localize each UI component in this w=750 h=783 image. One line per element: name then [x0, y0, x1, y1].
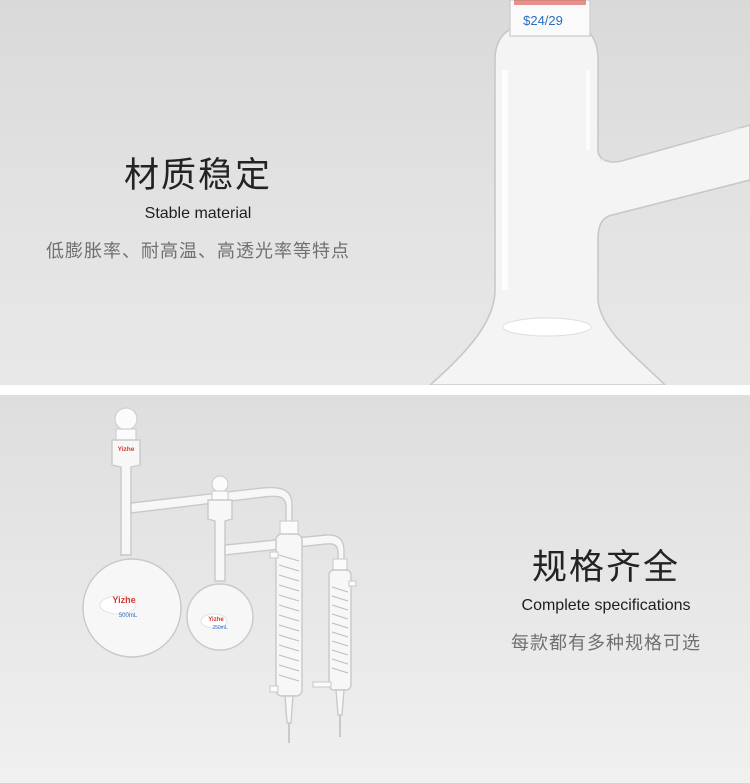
stopper-large-icon	[114, 407, 138, 431]
flask-closeup-illustration: $24/29	[428, 0, 750, 385]
large-flask-brand: Yizhe	[118, 446, 135, 453]
large-condenser-outlet	[269, 685, 279, 693]
complete-specifications-panel: Yizhe Yizhe 500mL Yizhe 250mL	[0, 395, 750, 783]
small-condenser-coil	[331, 586, 349, 674]
panel-divider	[0, 385, 750, 395]
stable-material-panel: $24/29 材质稳定 Stable material 低膨胀率、耐高温、高透光…	[0, 0, 750, 385]
flask-body-outline	[428, 27, 750, 385]
section-description: 低膨胀率、耐高温、高透光率等特点	[46, 241, 350, 262]
large-condenser-inlet	[269, 551, 279, 559]
ground-joint-neck	[509, 0, 591, 37]
section-title-en: Stable material	[144, 205, 252, 222]
large-condenser-coil	[278, 554, 300, 682]
frosted-mark-area	[502, 317, 592, 337]
stable-material-text: 材质稳定 Stable material 低膨胀率、耐高温、高透光率等特点	[20, 152, 376, 263]
large-condenser-tip	[284, 695, 294, 724]
section-title-cn: 材质稳定	[123, 156, 272, 196]
section-title-cn: 规格齐全	[531, 548, 680, 588]
distillation-apparatus-illustration: Yizhe Yizhe 500mL Yizhe 250mL	[82, 407, 357, 743]
section-description: 每款都有多种规格可选	[511, 633, 701, 654]
small-bulb-brand: Yizhe	[208, 617, 224, 623]
small-condenser-tip	[335, 689, 345, 716]
specifications-text: 规格齐全 Complete specifications 每款都有多种规格可选	[488, 544, 724, 655]
small-bulb-volume: 250mL	[212, 625, 228, 631]
joint-size-label: $24/29	[523, 13, 563, 28]
small-condenser-inlet	[348, 580, 357, 587]
large-bulb-volume: 500mL	[119, 613, 138, 619]
stopper-small-icon	[211, 475, 229, 493]
large-flask-neck	[111, 439, 141, 556]
small-flask-neck	[207, 499, 233, 582]
small-condenser-outlet	[312, 681, 332, 688]
small-condenser-jacket	[328, 569, 352, 691]
section-title-en: Complete specifications	[521, 597, 691, 614]
large-bulb-brand: Yizhe	[112, 595, 135, 605]
